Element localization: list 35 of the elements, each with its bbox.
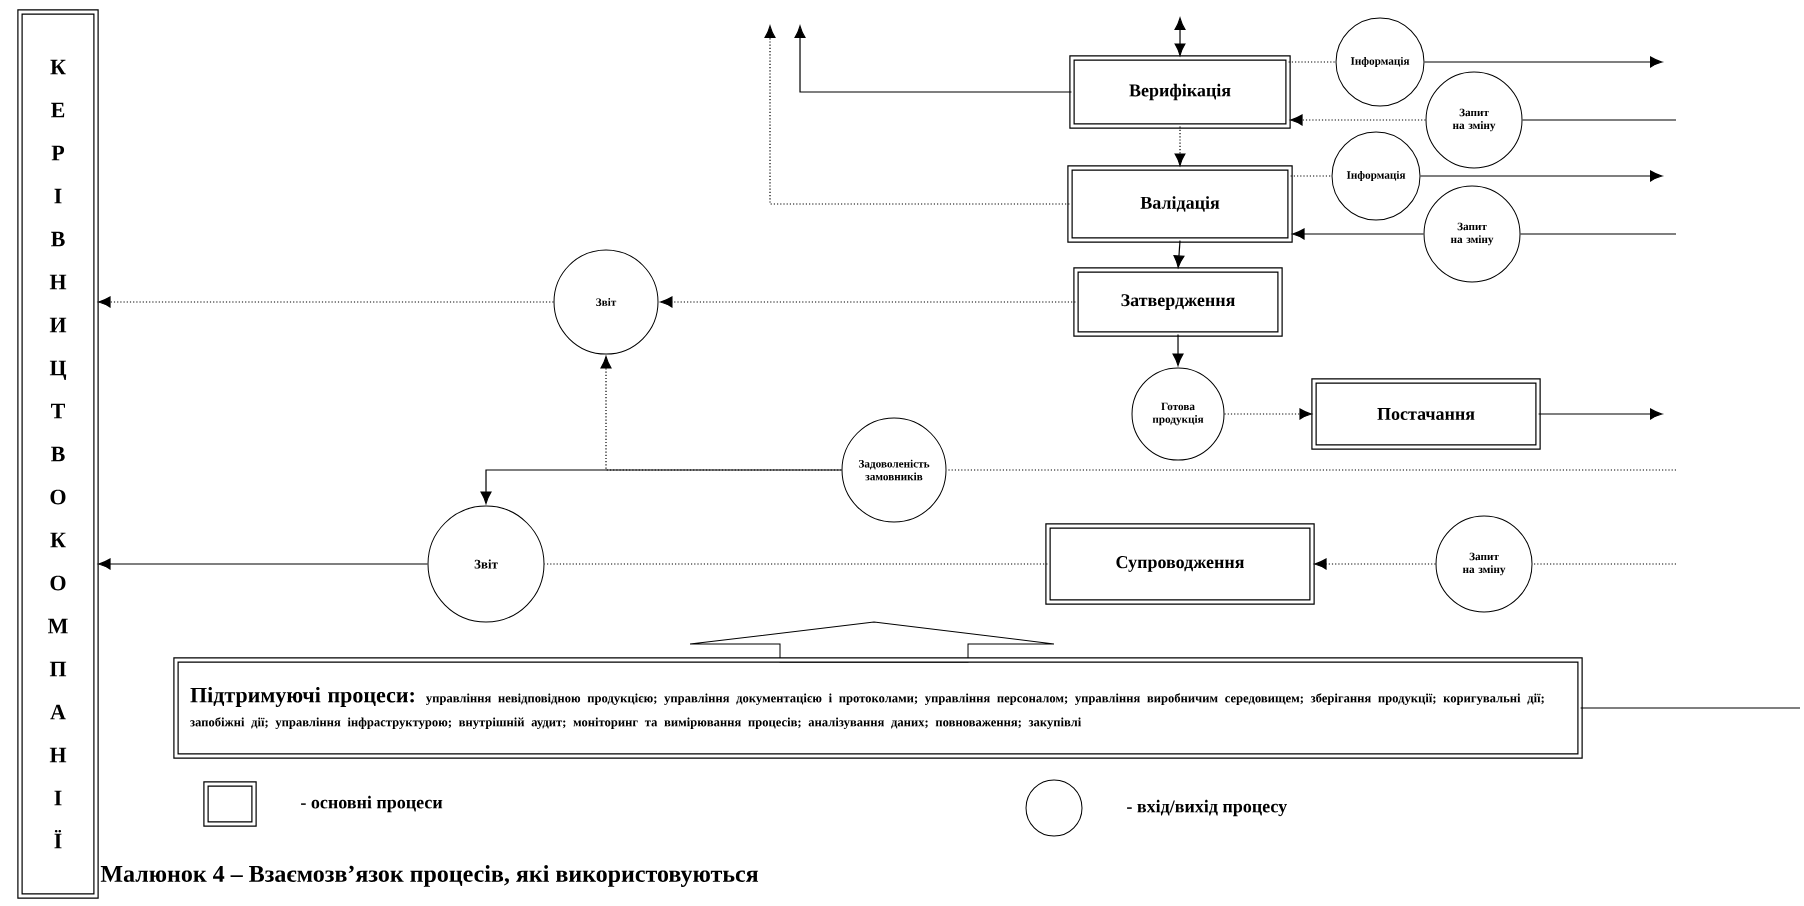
arrow xyxy=(600,356,843,471)
arrow xyxy=(1538,408,1663,420)
arrow xyxy=(1290,114,1427,126)
process-box: Супроводження xyxy=(1045,523,1315,605)
arrow xyxy=(764,25,1070,205)
arrow xyxy=(1172,334,1184,366)
process-box: Постачання xyxy=(1311,378,1541,450)
legend-text: - основні процеси xyxy=(301,795,443,813)
connector-line xyxy=(1580,707,1801,709)
connector-line xyxy=(543,563,1048,565)
process-box: Затвердження xyxy=(1073,267,1283,337)
arrow xyxy=(98,558,429,570)
caption: Малюнок 4 – Взаємозв’язок процесів, які використовуються xyxy=(100,865,759,887)
process-box: Валідація xyxy=(1067,165,1293,243)
arrow xyxy=(1314,558,1437,570)
arrow xyxy=(1292,228,1425,240)
connector-line xyxy=(1288,61,1337,63)
arrow xyxy=(1173,240,1185,268)
arrow xyxy=(1223,408,1312,420)
process-box: Верифікація xyxy=(1069,55,1291,129)
arrow xyxy=(1174,17,1186,56)
management-box: КЕРІВНИЦТВО КОМПАНІЇ xyxy=(17,9,99,899)
connector-line xyxy=(945,469,1677,471)
connector-line xyxy=(1521,119,1677,121)
connector-line xyxy=(1290,175,1333,177)
arrow xyxy=(660,296,1076,308)
arrow xyxy=(98,296,555,308)
arrow xyxy=(480,469,843,504)
arrow xyxy=(1423,56,1663,68)
legend-text: - вхід/вихід процесу xyxy=(1127,799,1287,817)
connector-line xyxy=(1531,563,1677,565)
arrow xyxy=(794,25,1072,93)
arrow xyxy=(1174,126,1186,166)
connector-line xyxy=(1519,233,1677,235)
arrow xyxy=(1419,170,1663,182)
